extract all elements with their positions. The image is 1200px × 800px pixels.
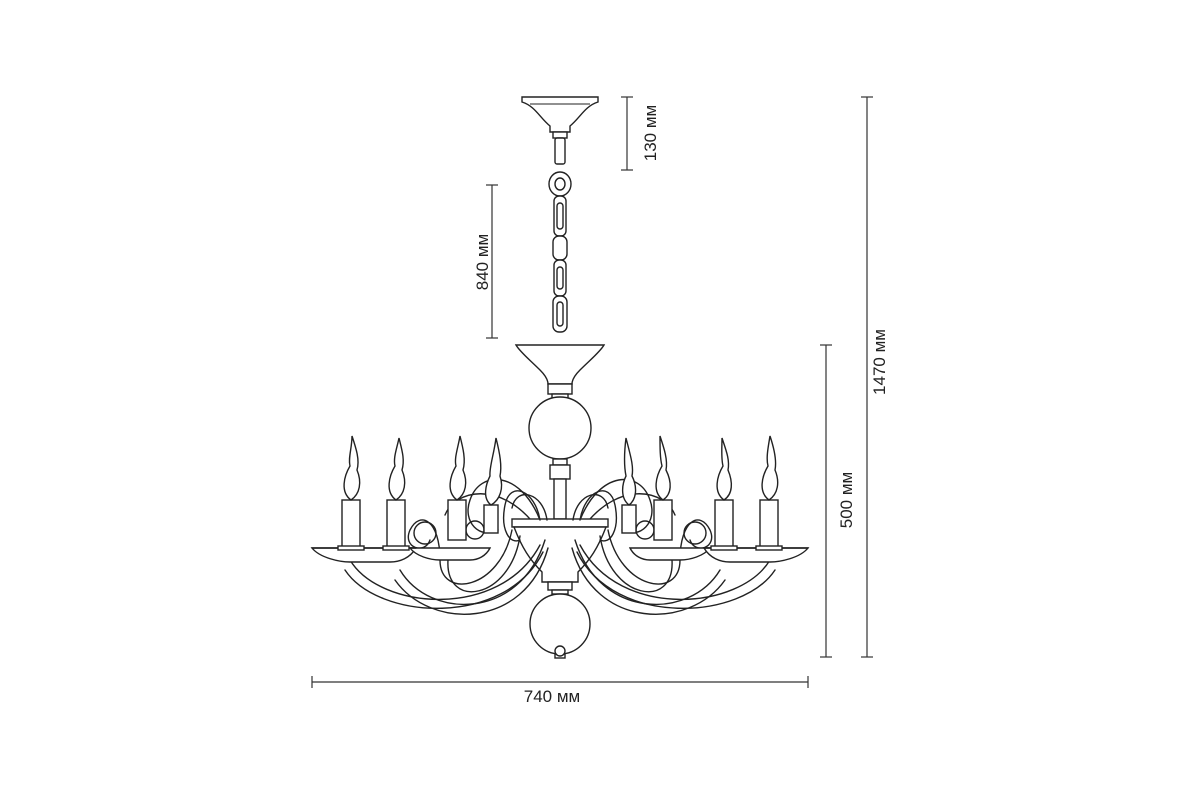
upper-sphere	[528, 396, 592, 460]
mount-height-label: 130 мм	[641, 105, 660, 161]
width-label: 740 мм	[524, 687, 580, 706]
lower-sphere	[529, 593, 591, 655]
candles	[337, 435, 783, 551]
body-height-label: 500 мм	[837, 472, 856, 528]
central-bowl	[511, 518, 609, 595]
front-arms	[344, 490, 776, 615]
dimension-lines	[311, 96, 873, 688]
drip-pans	[310, 547, 810, 563]
top-cup	[514, 344, 606, 400]
chain	[548, 137, 572, 333]
total-height-label: 1470 мм	[870, 329, 889, 395]
chain-length-label: 840 мм	[473, 234, 492, 290]
central-stem	[549, 458, 571, 520]
ceiling-canopy	[521, 96, 599, 139]
finial	[554, 645, 566, 659]
